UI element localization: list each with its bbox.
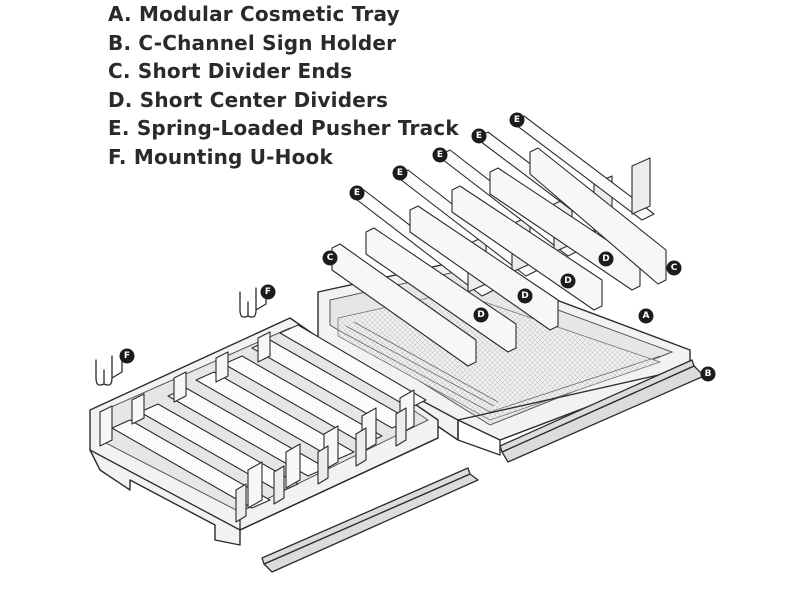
callout-f-2: F (260, 284, 276, 300)
legend-item-e: E. Spring-Loaded Pusher Track (108, 116, 459, 141)
callout-f-1: F (119, 348, 135, 364)
parts-legend: A. Modular Cosmetic Tray B. C-Channel Si… (108, 0, 459, 172)
svg-text:D: D (564, 276, 571, 286)
legend-item-c: C. Short Divider Ends (108, 59, 353, 84)
callout-c-1: C (322, 250, 338, 266)
callout-e-3: E (432, 147, 448, 163)
callout-a: A (638, 308, 654, 324)
callout-d-3: D (560, 273, 576, 289)
callout-e-2: E (392, 165, 408, 181)
legend-item-b: B. C-Channel Sign Holder (108, 30, 397, 55)
callout-c-2: C (666, 260, 682, 276)
callout-e-5: E (509, 112, 525, 128)
callout-d-4: D (598, 251, 614, 267)
callout-d-1: D (473, 307, 489, 323)
callout-e-1: E (349, 185, 365, 201)
svg-text:E: E (437, 150, 443, 160)
svg-text:C: C (671, 263, 678, 273)
legend-item-f: F. Mounting U-Hook (108, 144, 333, 169)
svg-text:E: E (514, 115, 520, 125)
svg-text:E: E (397, 168, 403, 178)
modular-cosmetic-tray-assembled (89, 317, 439, 546)
svg-text:E: E (476, 131, 482, 141)
svg-text:F: F (124, 351, 130, 361)
callout-b: B (700, 366, 716, 382)
svg-text:D: D (477, 310, 484, 320)
callout-e-4: E (471, 128, 487, 144)
assembled-pushers (235, 407, 407, 523)
svg-text:E: E (354, 188, 360, 198)
legend-item-a: A. Modular Cosmetic Tray (108, 2, 400, 26)
c-channel-sign-holders (261, 359, 705, 573)
callout-d-2: D (517, 288, 533, 304)
svg-text:F: F (265, 287, 271, 297)
svg-text:B: B (705, 369, 712, 379)
svg-text:A: A (643, 311, 650, 321)
svg-text:D: D (521, 291, 528, 301)
svg-text:D: D (602, 254, 609, 264)
legend-item-d: D. Short Center Dividers (108, 87, 389, 112)
svg-text:C: C (327, 253, 334, 263)
